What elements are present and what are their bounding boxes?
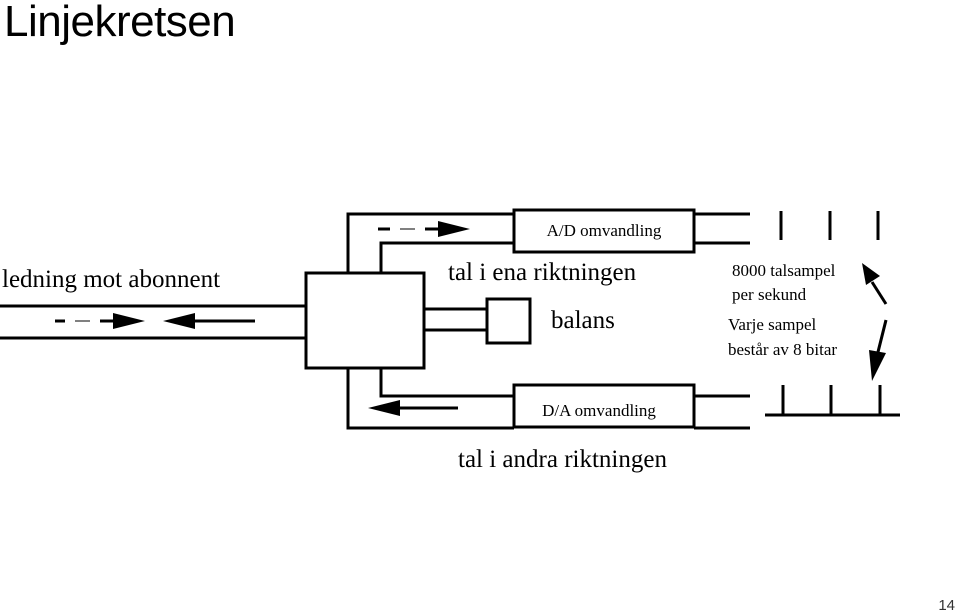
arrow-right: [55, 313, 145, 329]
label-samples-line1: 8000 talsampel: [732, 261, 836, 280]
label-balance: balans: [551, 307, 615, 334]
slide-title: Linjekretsen: [4, 0, 236, 46]
balance-network: [424, 297, 532, 345]
arrow-left: [163, 313, 255, 329]
page-number: 14: [938, 597, 955, 614]
lower-path: [346, 368, 750, 430]
da-converter-box: [512, 383, 696, 429]
lower-sample-pulses: [765, 385, 900, 417]
upper-path: [346, 212, 750, 273]
pulse-arrow-down: [869, 319, 888, 381]
pulse-arrow-up: [862, 263, 888, 305]
label-samples-line2: per sekund: [732, 285, 807, 304]
label-ad-conversion: A/D omvandling: [547, 221, 662, 240]
ad-converter-box: [512, 208, 696, 254]
upper-sample-pulses: [779, 211, 880, 240]
subscriber-line: [0, 304, 306, 340]
hybrid-box: [304, 271, 426, 370]
label-sample-line1: Varje sampel: [728, 315, 817, 334]
label-line-to-subscriber: ledning mot abonnent: [2, 266, 220, 293]
lower-arrow: [368, 400, 458, 416]
upper-arrow: [378, 221, 470, 237]
label-other-direction: tal i andra riktningen: [458, 446, 667, 473]
subscriber-line-arrows: [55, 313, 255, 329]
label-da-conversion: D/A omvandling: [542, 401, 656, 420]
label-sample-line2: består av 8 bitar: [728, 340, 837, 359]
label-one-direction: tal i ena riktningen: [448, 259, 637, 286]
